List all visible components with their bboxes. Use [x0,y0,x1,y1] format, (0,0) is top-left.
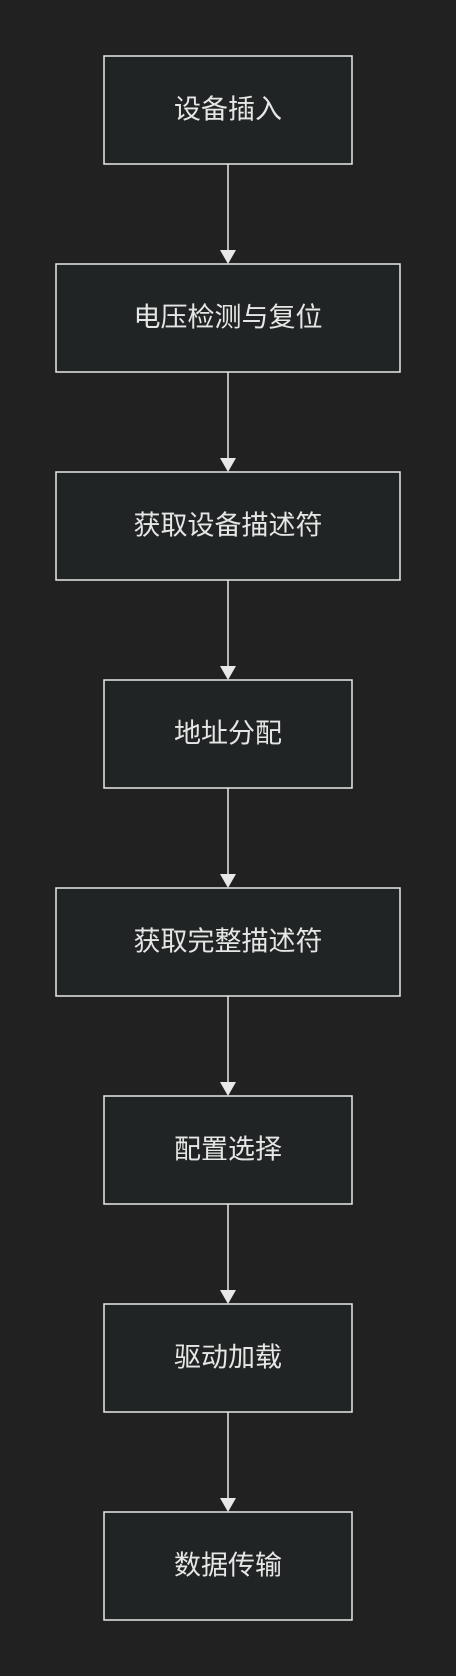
step-label: 驱动加载 [174,1343,282,1374]
step-node-n1: 设备插入 [103,55,353,165]
step-node-n7: 驱动加载 [103,1303,353,1413]
step-box [103,1303,353,1413]
step-box [103,679,353,789]
step-box [103,1095,353,1205]
step-node-n3: 获取设备描述符 [55,471,401,581]
step-label: 地址分配 [174,719,282,750]
step-label: 配置选择 [174,1135,282,1166]
step-label: 数据传输 [174,1551,282,1582]
arrowhead-icon [220,1082,236,1096]
nodes-layer: 设备插入 电压检测与复位 获取设备描述符 地址分配 获取完整描述符 配置选择 驱… [55,55,401,1621]
step-box [55,887,401,997]
arrowhead-icon [220,1498,236,1512]
step-label: 获取完整描述符 [134,927,323,958]
step-node-n6: 配置选择 [103,1095,353,1205]
arrowhead-icon [220,1290,236,1304]
step-label: 获取设备描述符 [134,511,323,542]
step-box [55,471,401,581]
step-node-n8: 数据传输 [103,1511,353,1621]
step-node-n4: 地址分配 [103,679,353,789]
arrowhead-icon [220,666,236,680]
step-box [103,55,353,165]
step-box [55,263,401,373]
arrowhead-icon [220,458,236,472]
step-node-n5: 获取完整描述符 [55,887,401,997]
step-label: 电压检测与复位 [134,303,323,334]
step-box [103,1511,353,1621]
step-label: 设备插入 [174,95,282,126]
edges-layer [220,164,236,1512]
arrowhead-icon [220,874,236,888]
step-node-n2: 电压检测与复位 [55,263,401,373]
arrowhead-icon [220,250,236,264]
